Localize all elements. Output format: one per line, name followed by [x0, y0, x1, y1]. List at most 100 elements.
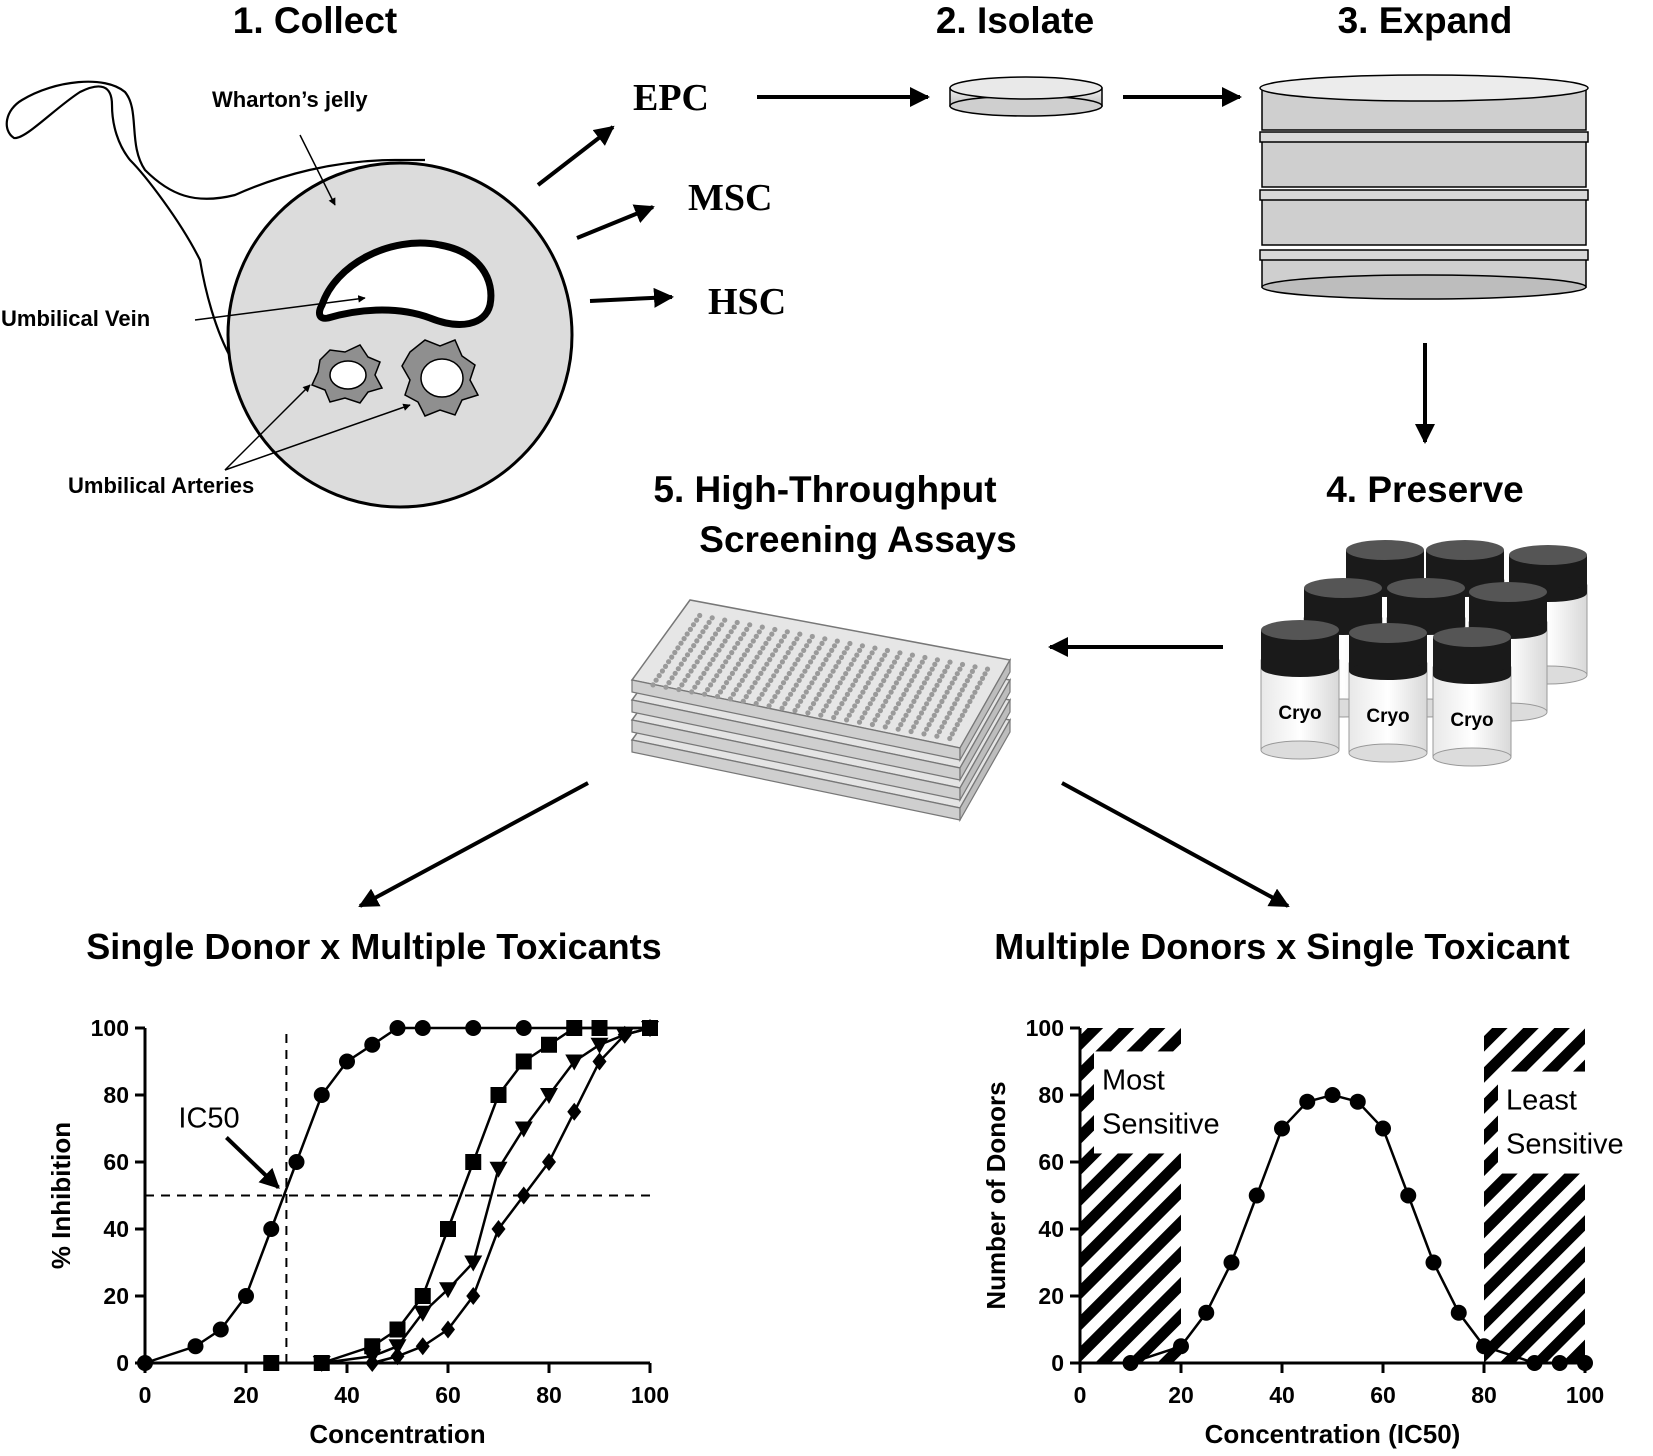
plate-well: [877, 708, 884, 714]
step-preserve-title: 4. Preserve: [1326, 469, 1524, 510]
plate-well: [772, 694, 778, 700]
plate-well: [815, 670, 821, 677]
plate-well: [708, 682, 714, 688]
plate-well: [795, 703, 801, 709]
plate-well: [903, 712, 909, 718]
plate-well: [709, 636, 716, 642]
plate-well: [913, 719, 919, 725]
plate-well: [773, 647, 779, 653]
plate-well: [882, 652, 888, 658]
cryo-vial: Cryo: [1260, 620, 1340, 760]
plate-well: [873, 666, 880, 672]
plate-well: [742, 673, 748, 679]
plate-well: [675, 645, 681, 651]
plate-well: [903, 687, 910, 693]
plate-well: [679, 682, 685, 688]
plate-well: [846, 712, 852, 718]
plate-well: [833, 664, 839, 670]
plate-well: [949, 731, 955, 737]
data-point-circle: [1551, 1355, 1568, 1371]
plate-well: [924, 726, 930, 732]
plate-well: [705, 687, 711, 693]
x-tick-label: 80: [536, 1382, 562, 1408]
data-point-square: [389, 1321, 406, 1338]
plate-well: [911, 724, 917, 730]
data-point-circle: [339, 1053, 355, 1070]
plate-well: [906, 682, 912, 688]
plate-well: [831, 714, 837, 721]
plate-well: [756, 696, 762, 702]
plate-well: [853, 677, 859, 684]
data-point-circle: [1476, 1338, 1492, 1355]
data-point-circle: [1375, 1120, 1391, 1137]
plate-well: [745, 668, 751, 674]
data-point-circle: [515, 1020, 532, 1036]
y-tick-label: 100: [1026, 1015, 1064, 1041]
y-tick-label: 20: [103, 1283, 129, 1309]
plate-well: [969, 694, 976, 700]
plate-well: [769, 631, 775, 637]
plate-well: [756, 629, 762, 635]
plate-well: [761, 666, 767, 672]
plate-well: [684, 631, 690, 637]
plate-well: [891, 659, 898, 665]
plate-well: [770, 652, 776, 658]
plate-well: [885, 719, 891, 725]
plate-well: [792, 707, 798, 714]
cryo-vial-cap-top: [1261, 620, 1339, 640]
plate-well: [913, 694, 920, 700]
plate-well: [754, 654, 760, 660]
plate-well: [791, 640, 797, 647]
plate-well: [843, 671, 849, 677]
plate-well: [726, 675, 733, 681]
plate-well: [697, 633, 703, 639]
plate-well: [669, 654, 675, 660]
plate-well: [869, 650, 875, 656]
plate-well: [838, 654, 845, 661]
plate-well: [722, 638, 728, 644]
data-point-square: [490, 1087, 507, 1103]
plate-well: [752, 680, 758, 686]
plate-well: [979, 675, 986, 682]
plate-well: [719, 643, 725, 649]
plate-well: [944, 715, 950, 721]
region-label-line1: Least: [1506, 1085, 1577, 1117]
plate-well: [901, 666, 908, 672]
plate-well: [952, 701, 958, 707]
y-tick-label: 80: [1038, 1082, 1064, 1108]
plate-well: [798, 652, 804, 658]
data-point-circle: [1400, 1187, 1417, 1204]
plate-well: [759, 624, 765, 630]
data-point-square: [263, 1355, 280, 1371]
data-point-circle: [1198, 1304, 1215, 1321]
plate-well: [698, 675, 704, 681]
plate-well: [890, 710, 896, 716]
plate-well: [703, 624, 709, 630]
plate-well: [744, 626, 750, 633]
plate-well: [939, 698, 945, 705]
plate-well: [780, 680, 787, 686]
plate-well: [831, 643, 838, 649]
plate-well: [700, 629, 706, 635]
plate-well: [896, 675, 902, 681]
plate-well: [709, 615, 715, 621]
plate-well: [810, 701, 817, 707]
plate-well: [847, 687, 853, 693]
plate-well: [685, 673, 691, 679]
x-tick-label: 100: [631, 1382, 669, 1408]
data-point-triangle-down: [439, 1282, 457, 1299]
plate-well: [947, 735, 953, 742]
plate-well: [964, 678, 971, 684]
y-tick-label: 40: [1038, 1216, 1064, 1242]
plate-well: [760, 645, 766, 651]
plate-well: [778, 684, 784, 691]
plate-well: [703, 645, 710, 651]
plate-well: [817, 666, 824, 672]
plate-well: [762, 687, 768, 693]
plate-well: [733, 687, 739, 693]
plate-well: [947, 685, 953, 691]
plate-well: [706, 640, 713, 646]
plate-well: [772, 626, 778, 633]
plate-well: [739, 677, 745, 684]
